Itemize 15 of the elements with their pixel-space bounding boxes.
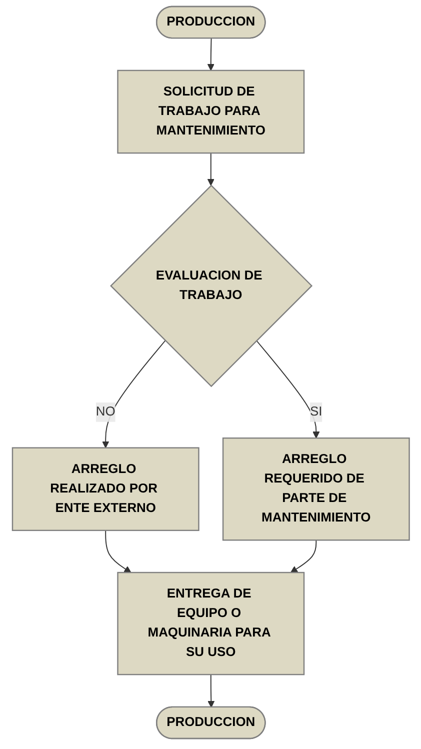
node-box: [116, 70, 304, 154]
arrow: [206, 38, 214, 71]
edge-label: SI: [310, 404, 322, 419]
arrow: [104, 530, 131, 573]
node-diamond: [110, 184, 312, 388]
node-box: [222, 437, 410, 541]
arrow: [102, 340, 166, 448]
node-box: [12, 447, 199, 532]
edge-label: NO: [96, 404, 115, 419]
arrow: [256, 340, 320, 438]
flowchart-drawing: NO SI PRODUCCION SOLICITUD DE TRABAJO PARA MANTENIMIENTO EVALUACION DE TRABAJO ARREGLO REALIZADO POR ENTE EXTERNO ARREGLO REQUERIDO DE PARTE DE MANTENIMIENTO ENTREGA DE EQUIPO O MAQUINARIA PARA SU USO PRODUCCION: [6, 0, 416, 745]
arrow: [206, 152, 214, 186]
arrow: [207, 674, 214, 708]
node-box: [116, 572, 304, 676]
arrow: [290, 540, 316, 573]
